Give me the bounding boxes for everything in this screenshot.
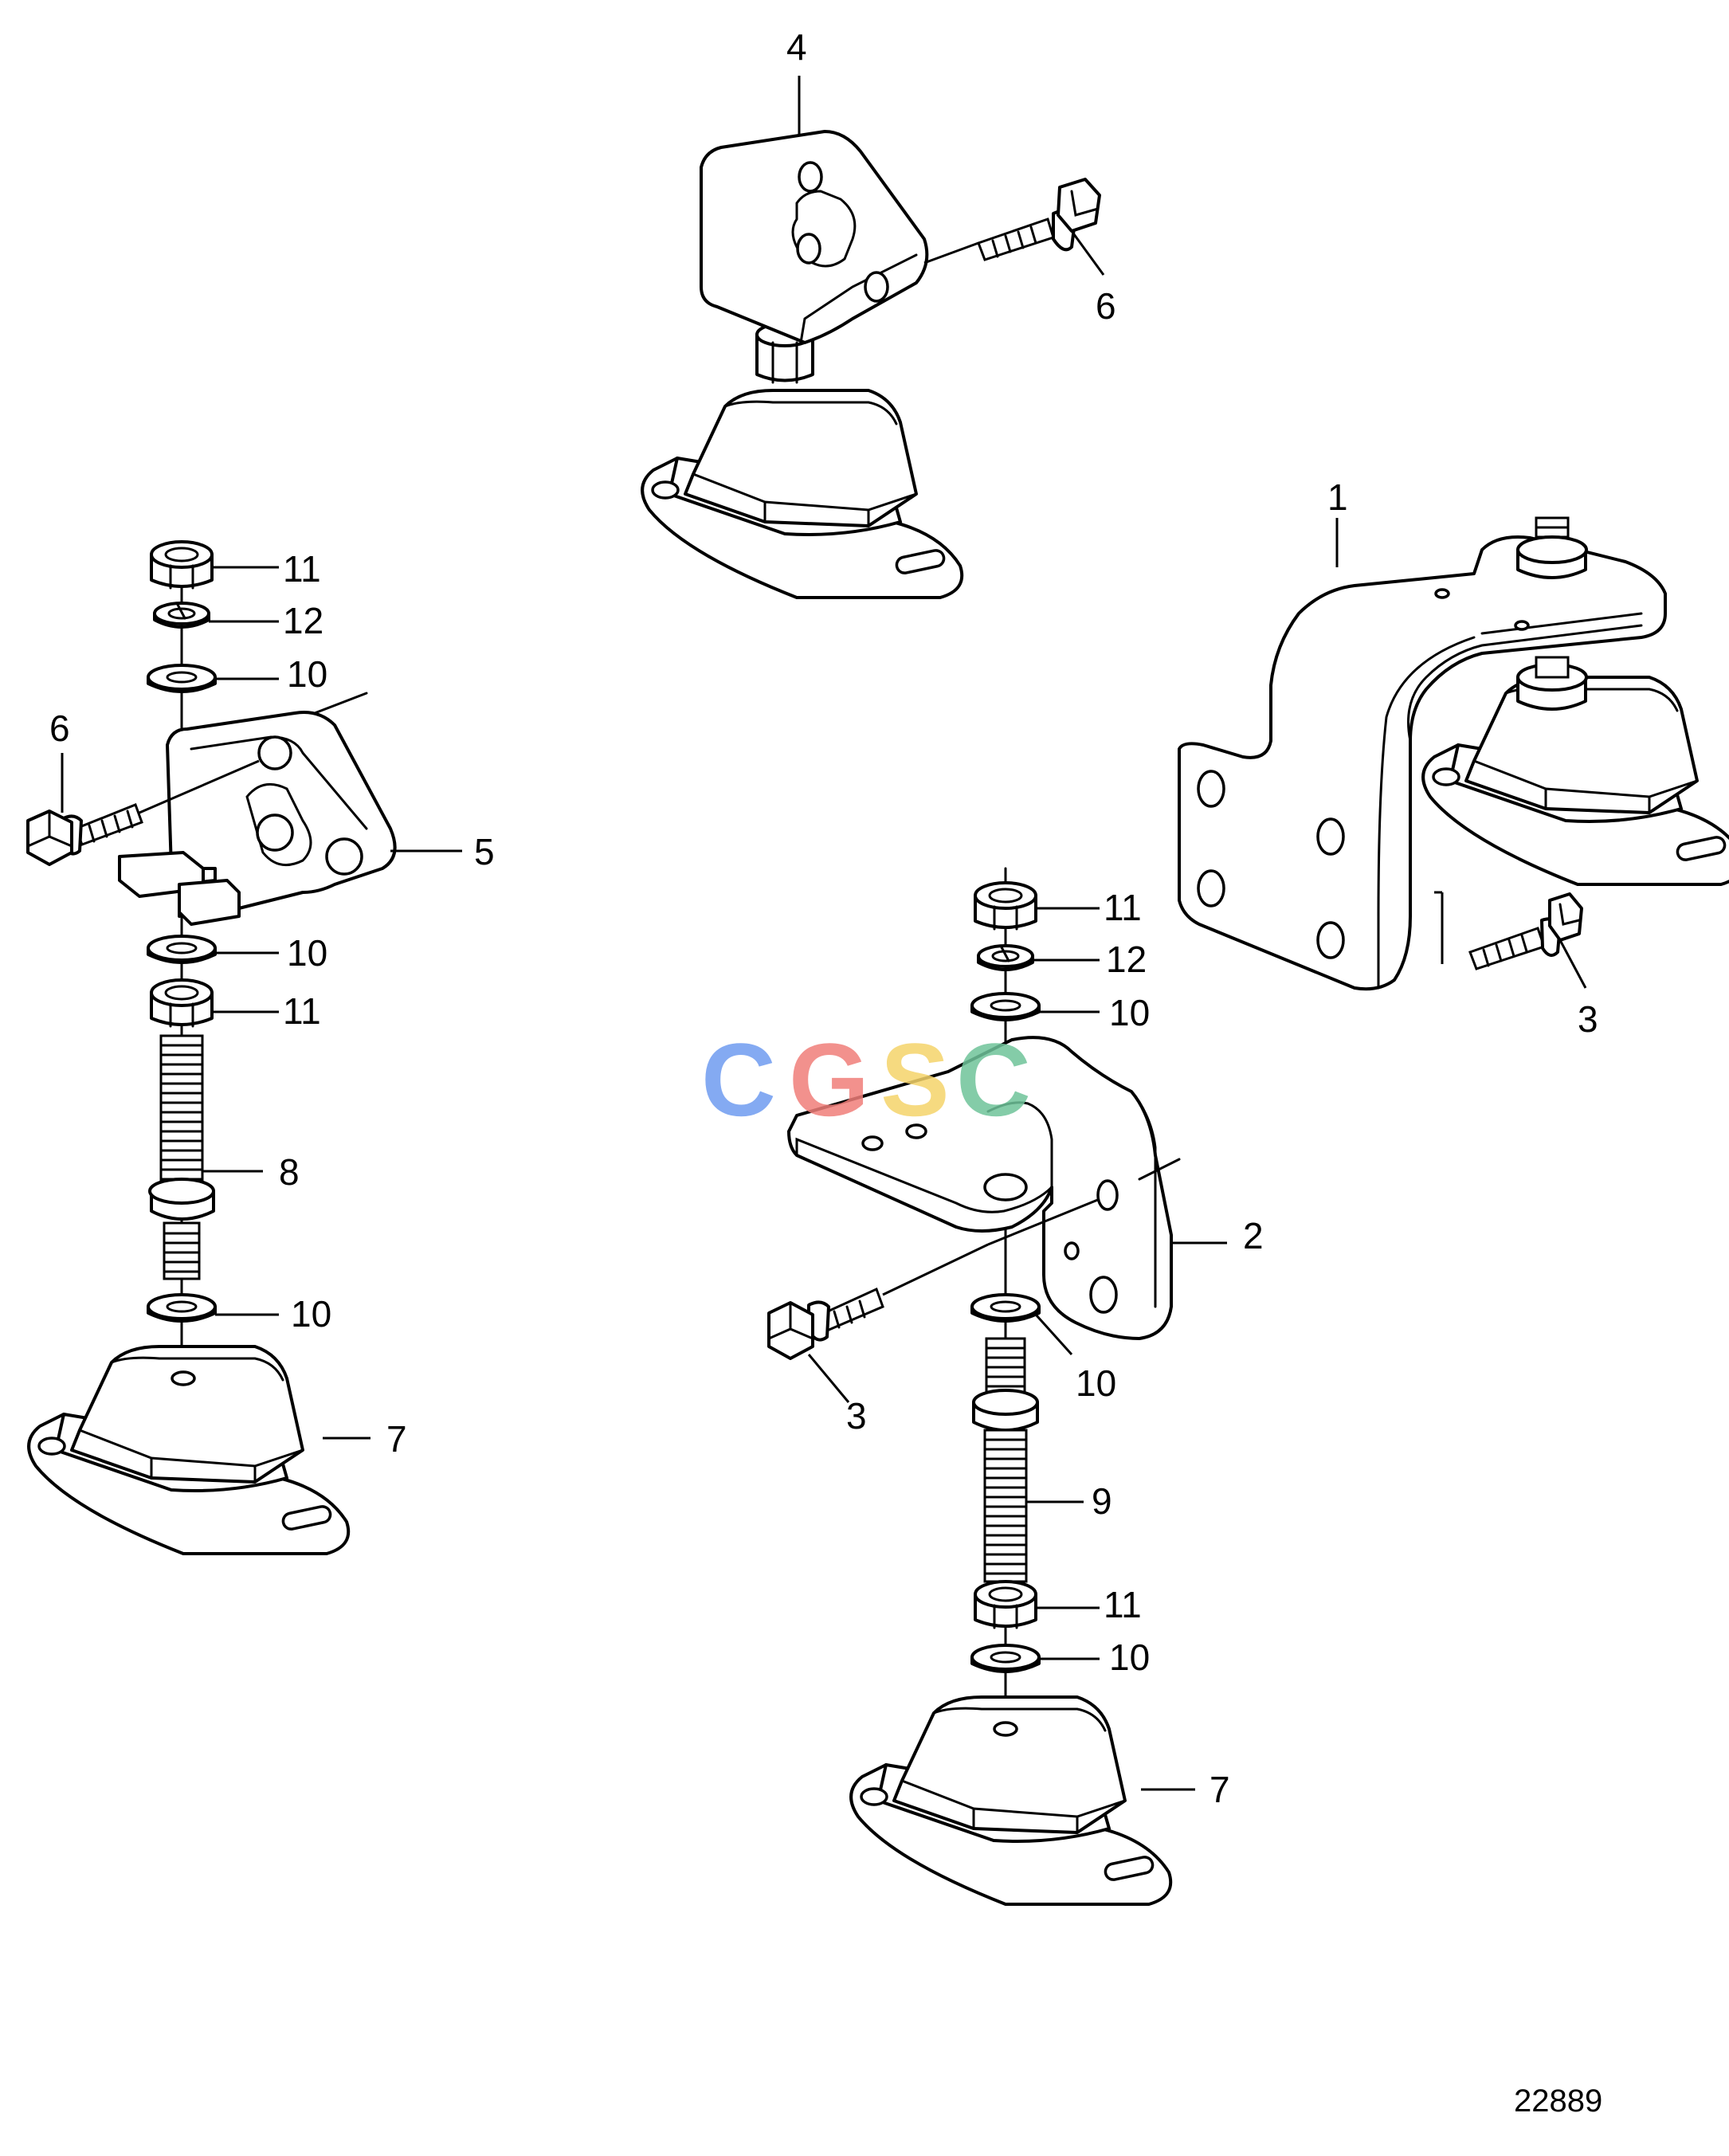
callout-11-left-bottom: 11: [283, 990, 321, 1032]
callout-5: 5: [474, 831, 495, 872]
stud-9: [972, 1337, 1039, 1583]
callout-7-left: 7: [386, 1418, 407, 1460]
callout-2: 2: [1243, 1215, 1264, 1256]
callout-11-center-top: 11: [1104, 887, 1142, 928]
stud-under-right: [1516, 656, 1588, 711]
watermark-letter-3: S: [880, 1021, 950, 1138]
assembly-left: 11 12 10 6 5 10 11 8 10 7: [26, 540, 495, 1555]
stud-top-right: [1516, 516, 1588, 579]
callout-10-center-1: 10: [1109, 992, 1150, 1033]
callout-10-center-2: 10: [1076, 1362, 1116, 1404]
watermark-letter-4: C: [956, 1021, 1031, 1138]
assembly-center: 11 12 10 2 3 10 9 11 10 7: [767, 867, 1264, 1906]
assembly-top: 4 6: [641, 26, 1116, 599]
callout-12-left: 12: [283, 600, 323, 641]
bolt-6-top: [977, 178, 1101, 261]
figure-number: 22889: [1514, 2083, 1602, 2119]
watermark: C G S C: [701, 1021, 1031, 1138]
callout-6-left: 6: [49, 708, 70, 749]
callout-3-center: 3: [846, 1395, 867, 1437]
bolt-3-right: [1468, 892, 1583, 970]
bolt-6-left: [26, 803, 143, 866]
bolt-3-center: [767, 1287, 884, 1360]
callout-6-top: 6: [1096, 285, 1116, 327]
watermark-letter-1: C: [701, 1021, 776, 1138]
callout-10-left-2: 10: [287, 932, 327, 974]
callout-10-left-3: 10: [291, 1293, 331, 1335]
callout-11-left-top: 11: [283, 548, 321, 590]
callout-12-center: 12: [1106, 939, 1147, 980]
assembly-right: 1 3: [1178, 476, 1729, 1040]
callout-1: 1: [1327, 476, 1348, 518]
callout-3-right: 3: [1578, 998, 1598, 1040]
callout-11-center-bottom: 11: [1104, 1584, 1142, 1625]
watermark-letter-2: G: [789, 1021, 869, 1138]
callout-4: 4: [786, 26, 807, 68]
callout-7-center: 7: [1210, 1769, 1230, 1810]
stud-8: [148, 1034, 215, 1280]
callout-8: 8: [279, 1151, 300, 1193]
callout-10-center-3: 10: [1109, 1637, 1150, 1678]
callout-9: 9: [1092, 1480, 1112, 1522]
bracket-2: [787, 1036, 1173, 1340]
callout-10-left-1: 10: [287, 653, 327, 695]
bracket-1: [1178, 535, 1667, 991]
